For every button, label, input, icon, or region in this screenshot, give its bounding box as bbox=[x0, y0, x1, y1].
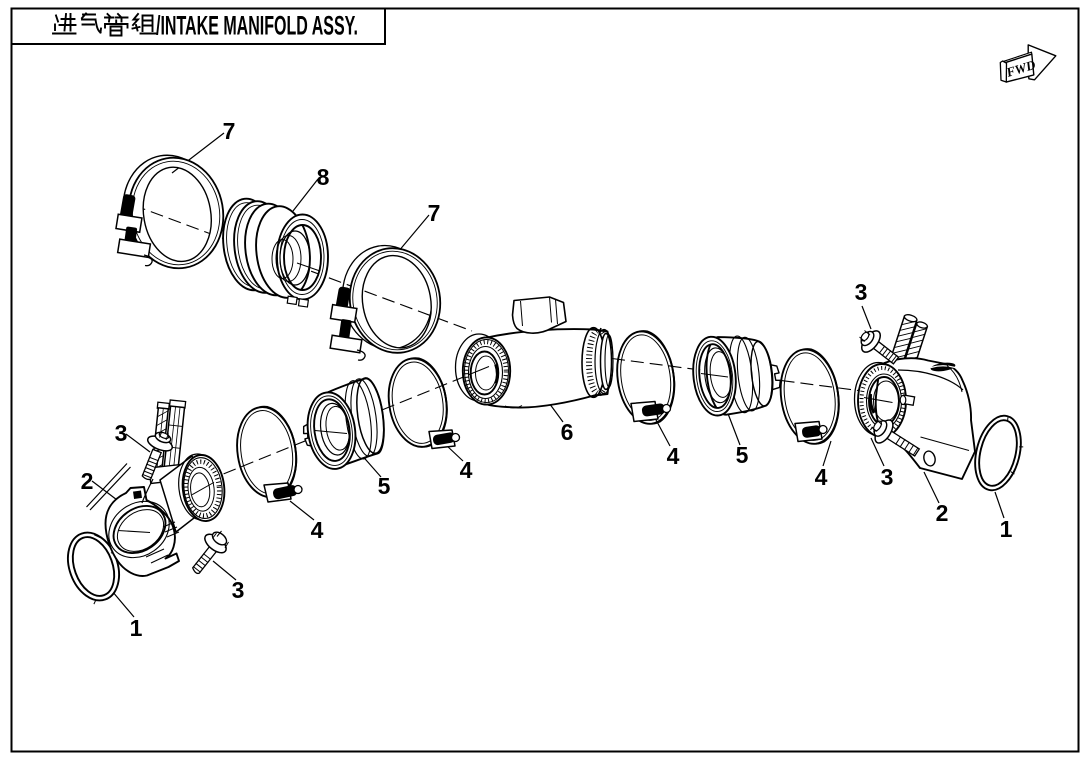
svg-text:3: 3 bbox=[855, 279, 868, 305]
svg-text:5: 5 bbox=[736, 442, 749, 468]
svg-text:7: 7 bbox=[428, 200, 441, 226]
svg-text:3: 3 bbox=[881, 464, 894, 490]
svg-text:3: 3 bbox=[115, 420, 128, 446]
svg-text:4: 4 bbox=[311, 517, 324, 543]
svg-text:/INTAKE MANIFOLD ASSY.: /INTAKE MANIFOLD ASSY. bbox=[156, 11, 358, 41]
svg-text:6: 6 bbox=[561, 419, 574, 445]
svg-text:4: 4 bbox=[460, 457, 473, 483]
svg-text:8: 8 bbox=[317, 164, 330, 190]
svg-text:7: 7 bbox=[223, 118, 236, 144]
svg-text:2: 2 bbox=[936, 500, 949, 526]
svg-text:4: 4 bbox=[815, 464, 828, 490]
svg-text:1: 1 bbox=[130, 615, 143, 641]
svg-text:4: 4 bbox=[667, 443, 680, 469]
svg-text:5: 5 bbox=[378, 473, 391, 499]
svg-text:1: 1 bbox=[1000, 516, 1013, 542]
svg-text:2: 2 bbox=[81, 468, 94, 494]
svg-text:3: 3 bbox=[232, 577, 245, 603]
